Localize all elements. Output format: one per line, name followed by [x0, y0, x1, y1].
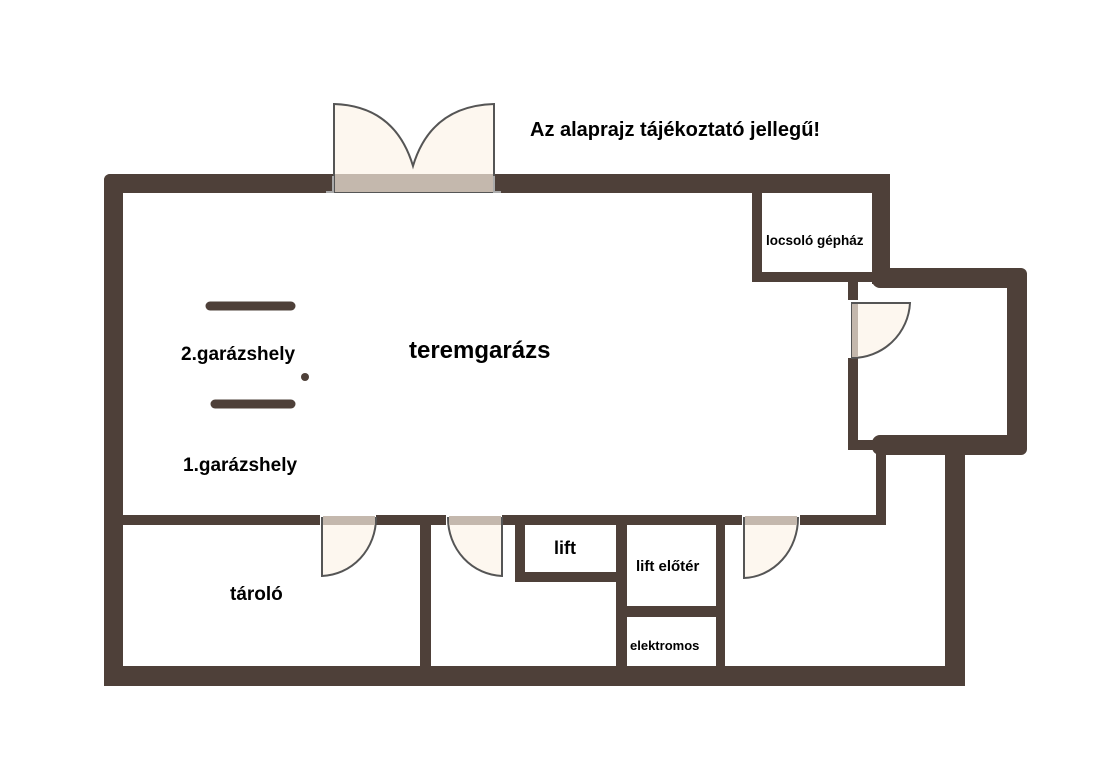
- parking-markings: [205, 301, 309, 409]
- room-label-parking-2: 2.garázshely: [181, 344, 295, 365]
- room-label-electrical: elektromos: [630, 638, 699, 653]
- right-door[interactable]: [742, 514, 800, 580]
- storage-door[interactable]: [320, 514, 378, 578]
- room-label-irrigation: locsoló gépház: [766, 233, 864, 248]
- entrance-double-door[interactable]: [326, 102, 501, 194]
- room-label-parking-1: 1.garázshely: [183, 455, 297, 476]
- notice-text: Az alaprajz tájékoztató jellegű!: [530, 119, 820, 141]
- room-label-lift-lobby: lift előtér: [636, 558, 700, 575]
- room-label-storage: tároló: [230, 584, 283, 605]
- side-door[interactable]: [847, 300, 912, 360]
- room-label-main: teremgarázs: [409, 337, 550, 364]
- room-label-lift: lift: [554, 538, 576, 558]
- middle-door[interactable]: [446, 514, 503, 578]
- walls: [104, 174, 1027, 686]
